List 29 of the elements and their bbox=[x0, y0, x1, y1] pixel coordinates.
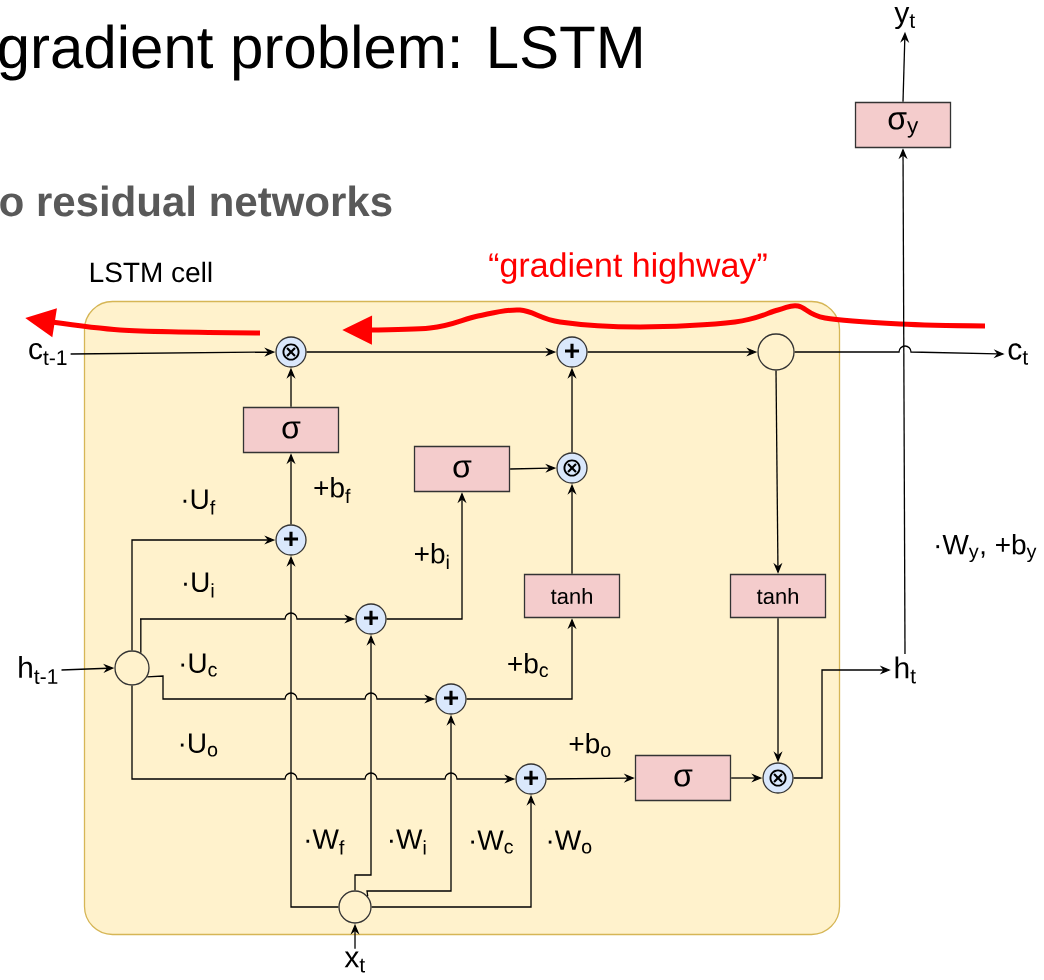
activation-box: tanh bbox=[523, 573, 621, 619]
activation-box: σ bbox=[634, 754, 732, 802]
node-label: LSTM cell bbox=[90, 261, 212, 283]
variable-label: c$_{t-1}$ bbox=[29, 342, 67, 366]
variable-label: y$_{t}$ bbox=[894, 6, 915, 30]
title: gradient problem: LSTM bbox=[0, 24, 641, 81]
edge-label: ·U$_{c}$ bbox=[177, 652, 219, 678]
junction-circle bbox=[338, 890, 372, 924]
edge-label: +b$_{f}$ bbox=[312, 476, 352, 504]
subtitle: o residual networks bbox=[0, 185, 392, 217]
edge-label: +b$_{o}$ bbox=[567, 731, 613, 759]
edge-label: ·W$_{y}$, +b$_{y}$ bbox=[932, 532, 1038, 564]
activation-box: tanh bbox=[729, 573, 827, 619]
variable-label: x$_{t}$ bbox=[344, 951, 365, 973]
junction-circle bbox=[114, 650, 150, 686]
variable-label: h$_{t}$ bbox=[895, 656, 916, 684]
variable-label: c$_{t}$ bbox=[1008, 343, 1028, 365]
edge-label: ·W$_{f}$ bbox=[302, 828, 346, 856]
highway-label: “gradient highway” bbox=[489, 252, 767, 284]
edge-label: +b$_{i}$ bbox=[412, 542, 452, 570]
edge-label: ·U$_{f}$ bbox=[179, 488, 217, 516]
activation-box: σ bbox=[413, 445, 511, 493]
edge-label: ·W$_{c}$ bbox=[467, 829, 516, 855]
variable-label: h$_{t-1}$ bbox=[19, 656, 58, 684]
junction-circle bbox=[757, 333, 795, 371]
activation-box: σ$_{y}$ bbox=[854, 101, 952, 149]
edge-label: ·U$_{o}$ bbox=[176, 732, 220, 758]
activation-box: σ bbox=[242, 406, 340, 454]
edge-label: ·W$_{o}$ bbox=[544, 829, 594, 855]
